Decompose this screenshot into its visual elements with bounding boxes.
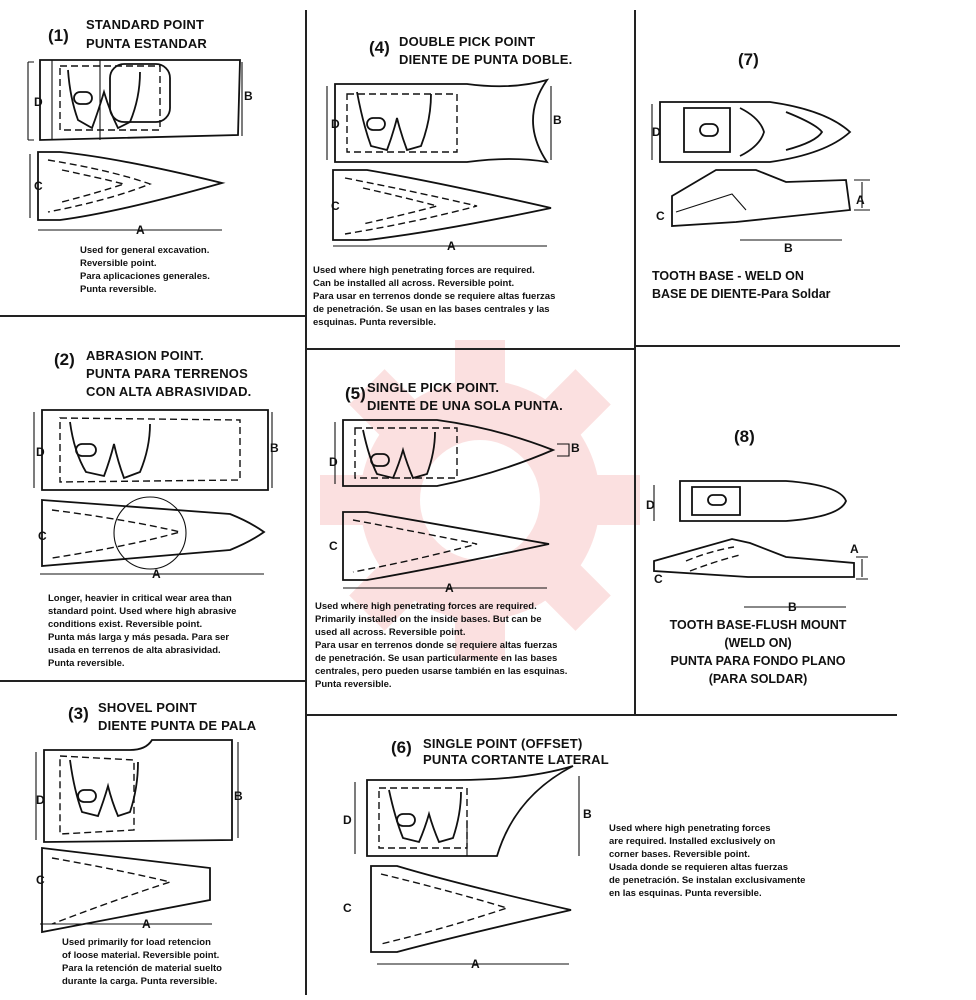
section-title-en: SHOVEL POINT [98, 700, 197, 715]
dim-label-a: A [850, 542, 859, 556]
section-number: (4) [369, 38, 390, 57]
dim-label-c: C [331, 199, 340, 213]
section-single-pick-point: (5) SINGLE PICK POINT. DIENTE DE UNA SOL… [307, 348, 634, 714]
section-title-es: DIENTE DE PUNTA DOBLE. [399, 52, 573, 67]
single-point-offset-drawing: D B C A [343, 765, 592, 971]
double-pick-point-drawing: D B C A [326, 78, 562, 250]
dim-label-b: B [788, 600, 797, 614]
tooth-base-weld-on-drawing: D A C B [651, 101, 870, 255]
dim-label-d: D [34, 95, 43, 109]
section-number: (5) [345, 384, 366, 403]
divider-h5 [307, 714, 897, 716]
dim-label-a: A [856, 193, 865, 207]
section-number: (1) [48, 26, 69, 45]
dim-label-a: A [445, 581, 454, 595]
dim-label-c: C [343, 901, 352, 915]
tooth-base-flush-mount-drawing: D A C B [646, 480, 868, 614]
section-title-en: ABRASION POINT. [86, 348, 204, 363]
section-shovel-point: (3) SHOVEL POINT DIENTE PUNTA DE PALA D … [0, 0, 305, 1000]
divider-h3 [307, 348, 634, 350]
section-caption-es-weld: (PARA SOLDAR) [708, 672, 808, 686]
section-number: (7) [738, 50, 759, 69]
dim-label-c: C [329, 539, 338, 553]
section-description: Longer, heavier in critical wear area th… [48, 593, 237, 669]
shovel-point-drawing: D B C A [35, 739, 243, 934]
section-caption-es: PUNTA PARA FONDO PLANO [670, 654, 846, 668]
dim-label-d: D [331, 117, 340, 131]
dim-label-b: B [583, 807, 592, 821]
dim-label-c: C [656, 209, 665, 223]
section-caption-weld: (WELD ON) [724, 636, 792, 650]
section-double-pick-point: (4) DOUBLE PICK POINT DIENTE DE PUNTA DO… [307, 0, 634, 348]
standard-point-drawing: D B C A [27, 59, 253, 237]
section-title-en: DOUBLE PICK POINT [399, 34, 536, 49]
dim-label-a: A [447, 239, 456, 250]
section-title-es-2: CON ALTA ABRASIVIDAD. [86, 384, 252, 399]
single-pick-point-drawing: D B C A [329, 419, 580, 595]
dim-label-b: B [571, 441, 580, 455]
dim-label-c: C [654, 572, 663, 586]
dim-label-c: C [34, 179, 43, 193]
section-number: (3) [68, 704, 89, 723]
dim-label-d: D [36, 445, 45, 459]
divider-h2 [0, 680, 305, 682]
section-description: Used for general excavation. Reversible … [80, 245, 210, 295]
dim-label-b: B [270, 441, 279, 455]
section-description: Used primarily for load retencion of loo… [62, 937, 222, 987]
dim-label-d: D [652, 125, 661, 139]
section-number: (6) [391, 738, 412, 757]
dim-label-c: C [36, 873, 45, 887]
section-caption-en: TOOTH BASE - WELD ON [652, 269, 804, 283]
section-number: (8) [734, 427, 755, 446]
section-title-es: PUNTA PARA TERRENOS [86, 366, 248, 381]
section-description: Used where high penetrating forces are r… [315, 601, 568, 690]
section-description: Used where high penetrating forces are r… [609, 823, 806, 899]
section-description: Used where high penetrating forces are r… [313, 265, 556, 328]
section-tooth-base-weld-on: (7) D A C B TOOTH BASE - WELD ON BASE DE… [636, 0, 900, 345]
dim-label-d: D [343, 813, 352, 827]
dim-label-b: B [784, 241, 793, 255]
section-abrasion-point: (2) ABRASION POINT. PUNTA PARA TERRENOS … [0, 0, 305, 680]
section-title-es: DIENTE PUNTA DE PALA [98, 718, 257, 733]
dim-label-b: B [244, 89, 253, 103]
section-title-es: DIENTE DE UNA SOLA PUNTA. [367, 398, 563, 413]
section-single-point-offset: (6) SINGLE POINT (OFFSET) PUNTA CORTANTE… [307, 714, 897, 1000]
divider-v1 [305, 10, 307, 995]
section-standard-point: (1) STANDARD POINT PUNTA ESTANDAR D B C … [0, 0, 305, 315]
divider-v2 [634, 10, 636, 715]
dim-label-a: A [142, 917, 151, 931]
section-title-es: PUNTA CORTANTE LATERAL [423, 752, 609, 767]
section-caption-en: TOOTH BASE-FLUSH MOUNT [669, 618, 847, 632]
section-title-es: PUNTA ESTANDAR [86, 36, 207, 51]
section-title-en: SINGLE PICK POINT. [367, 380, 500, 395]
section-title-en: STANDARD POINT [86, 17, 205, 32]
divider-h4 [636, 345, 900, 347]
dim-label-a: A [152, 567, 161, 581]
dim-label-a: A [471, 957, 480, 971]
section-number: (2) [54, 350, 75, 369]
dim-label-d: D [36, 793, 45, 807]
section-title-en: SINGLE POINT (OFFSET) [423, 736, 583, 751]
dim-label-b: B [553, 113, 562, 127]
dim-label-c: C [38, 529, 47, 543]
dim-label-a: A [136, 223, 145, 237]
dim-label-d: D [646, 498, 655, 512]
dim-label-b: B [234, 789, 243, 803]
section-tooth-base-flush-mount: (8) D A C B TOOTH BASE-FLUSH MOUNT (WELD… [636, 345, 900, 714]
abrasion-point-drawing: D B C A [33, 409, 279, 581]
section-caption-es: BASE DE DIENTE-Para Soldar [652, 287, 831, 301]
dim-label-d: D [329, 455, 338, 469]
divider-h1 [0, 315, 305, 317]
